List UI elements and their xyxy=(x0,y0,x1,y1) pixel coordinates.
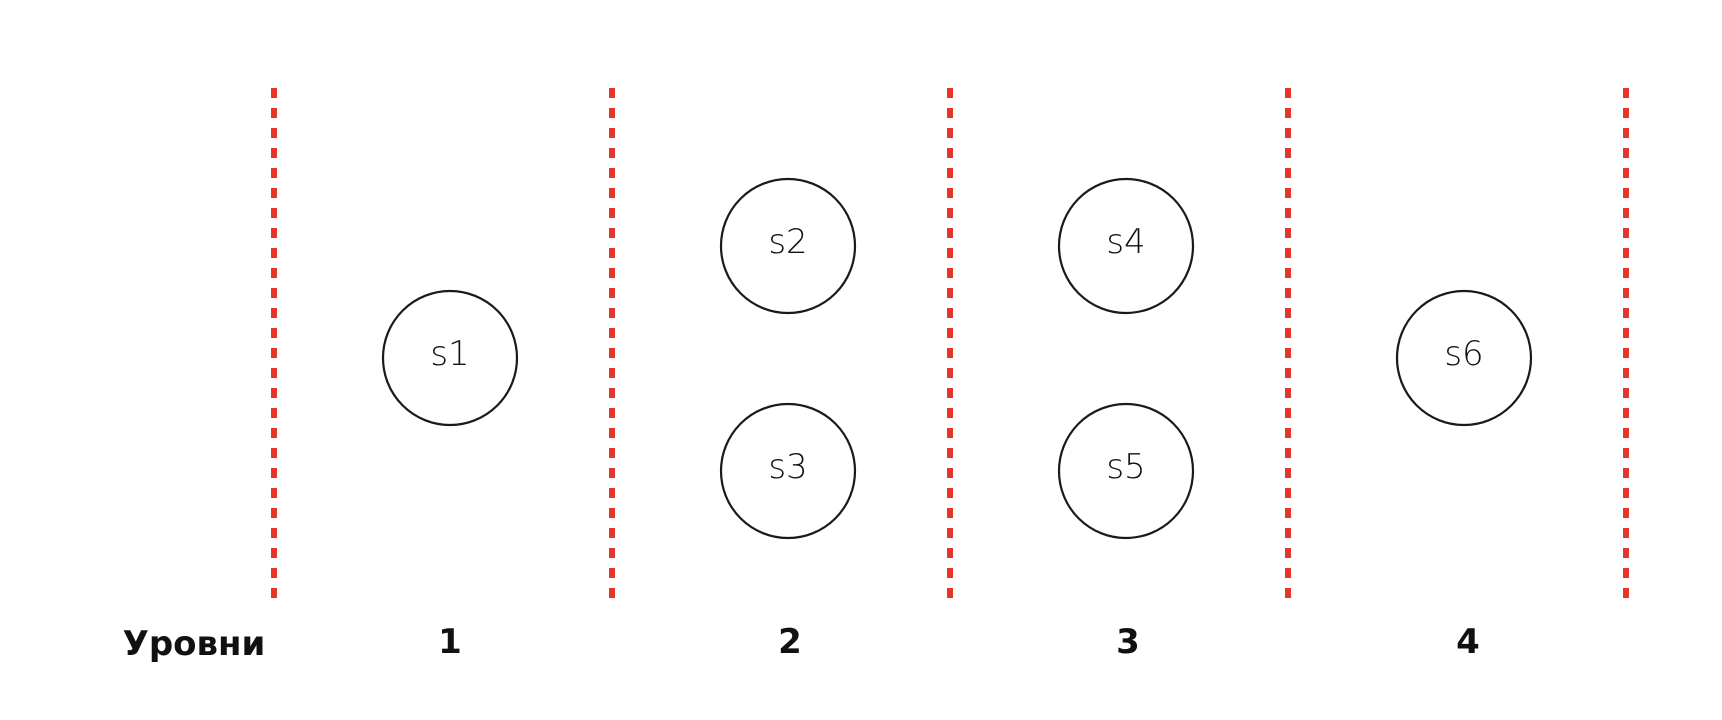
level-dividers xyxy=(271,88,1629,605)
node-s2: s2 xyxy=(719,177,857,315)
level-label-2: 2 xyxy=(778,622,802,662)
node-circle xyxy=(1057,177,1195,315)
node-label: s5 xyxy=(1106,447,1145,487)
node-label: s4 xyxy=(1106,222,1145,262)
level-label-1: 1 xyxy=(438,622,462,662)
level-label-3: 3 xyxy=(1116,622,1140,662)
node-s4: s4 xyxy=(1057,177,1195,315)
node-circle xyxy=(719,402,857,540)
node-label: s6 xyxy=(1444,334,1483,374)
levels-title: Уровни xyxy=(123,624,266,664)
level-labels: Уровни 1 2 3 4 xyxy=(123,622,1480,664)
node-circle xyxy=(381,289,519,427)
node-label: s2 xyxy=(768,222,807,262)
node-circle xyxy=(719,177,857,315)
node-s5: s5 xyxy=(1057,402,1195,540)
node-s3: s3 xyxy=(719,402,857,540)
level-label-4: 4 xyxy=(1456,622,1480,662)
node-circle xyxy=(1057,402,1195,540)
nodes: s1 s2 s3 s4 s5 s6 xyxy=(381,177,1533,540)
node-s1: s1 xyxy=(381,289,519,427)
node-label: s3 xyxy=(768,447,807,487)
node-s6: s6 xyxy=(1395,289,1533,427)
node-circle xyxy=(1395,289,1533,427)
node-label: s1 xyxy=(430,334,469,374)
